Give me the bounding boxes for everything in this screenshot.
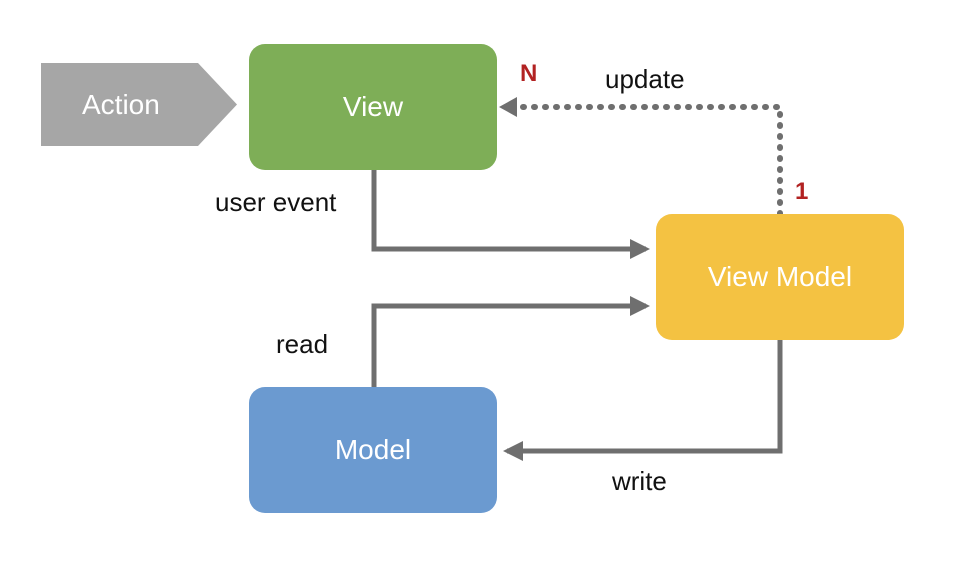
- update-arrow: [507, 104, 783, 217]
- view-node: View: [249, 44, 497, 170]
- write-arrow: [503, 340, 783, 461]
- view-model-node: View Model: [656, 214, 904, 340]
- multiplicity-n: N: [520, 60, 538, 87]
- view-label: View: [342, 91, 404, 122]
- model-node: Model: [249, 387, 497, 513]
- update-arrowhead: [499, 97, 517, 117]
- user-event-arrow: [371, 170, 650, 259]
- multiplicity-1: 1: [795, 178, 809, 205]
- user-event-label: user event: [215, 187, 337, 217]
- read-arrow: [371, 296, 650, 387]
- action-shape: Action: [41, 63, 237, 146]
- action-label: Action: [82, 88, 160, 120]
- update-label: update: [605, 64, 685, 94]
- read-label: read: [276, 329, 329, 359]
- write-label: write: [612, 466, 667, 496]
- model-label: Model: [334, 434, 412, 465]
- view-model-label: View Model: [707, 261, 853, 292]
